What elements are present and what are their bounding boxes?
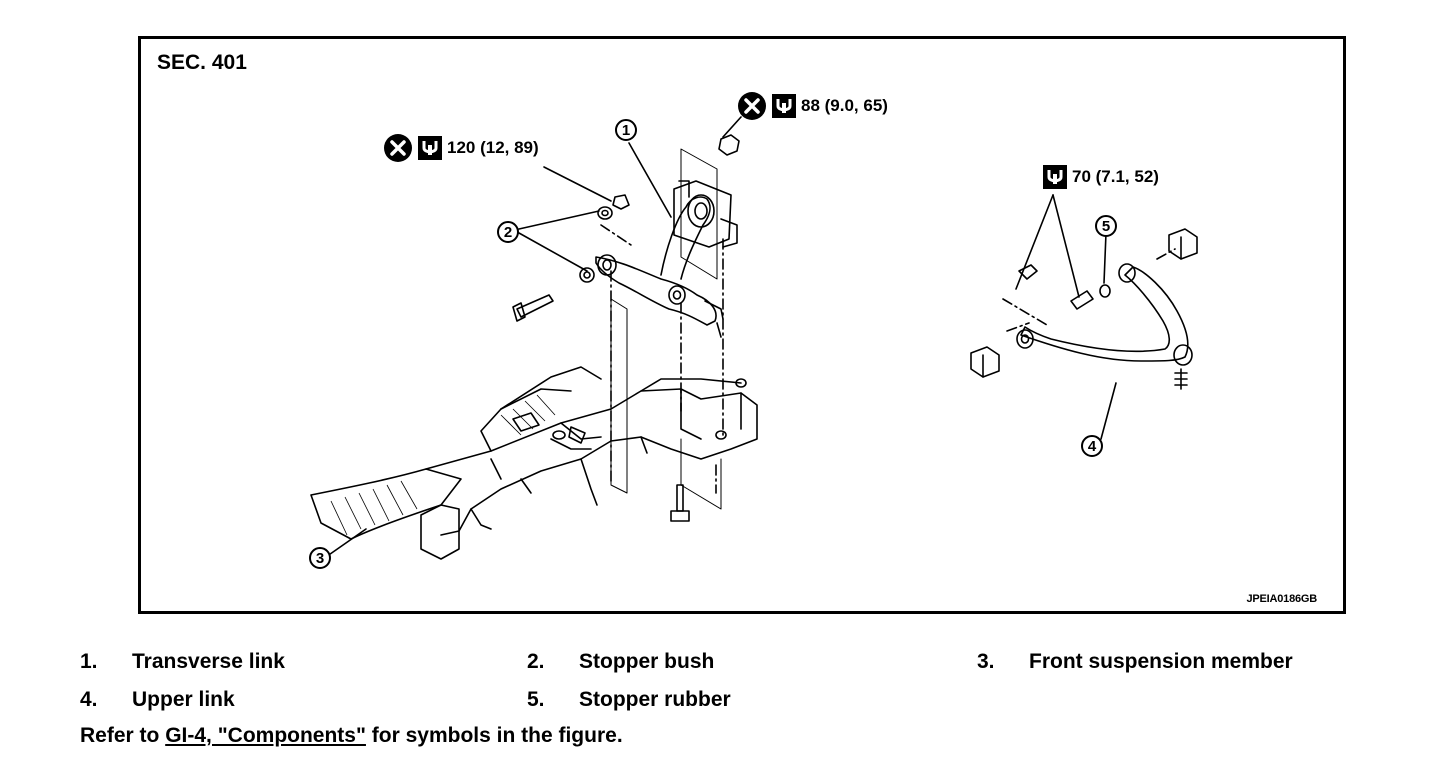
torque-label-transverse-bolt: 120 (12, 89) (383, 133, 539, 163)
torque-value: 88 (9.0, 65) (801, 96, 888, 115)
never-reuse-icon (737, 91, 767, 121)
section-label: SEC. 401 (157, 51, 247, 74)
note-suffix: for symbols in the figure. (365, 724, 623, 747)
legend-number: 5. (527, 688, 545, 711)
callout-3: 3 (309, 547, 331, 569)
torque-label-upper-link: 70 (7.1, 52) (1043, 165, 1159, 189)
torque-value: 70 (7.1, 52) (1072, 167, 1159, 186)
legend-label: Transverse link (132, 650, 285, 673)
legend-number: 2. (527, 650, 545, 673)
components-reference-link[interactable]: GI-4, "Components" (165, 724, 366, 747)
callout-2: 2 (497, 221, 519, 243)
torque-label-bracket-nut: 88 (9.0, 65) (737, 91, 888, 121)
figure-frame: SEC. 401 (138, 36, 1346, 614)
callout-1: 1 (615, 119, 637, 141)
callout-4: 4 (1081, 435, 1103, 457)
legend-label: Stopper bush (579, 650, 715, 673)
wrench-torque-icon (418, 136, 442, 160)
never-reuse-icon (383, 133, 413, 163)
note-prefix: Refer to (80, 724, 166, 747)
legend-number: 4. (80, 688, 98, 711)
legend-label: Front suspension member (1029, 650, 1293, 673)
wrench-torque-icon (772, 94, 796, 118)
wrench-torque-icon (1043, 165, 1067, 189)
torque-value: 120 (12, 89) (447, 138, 539, 157)
reference-note: Refer to GI-4, "Components" for symbols … (80, 724, 623, 748)
legend-label: Upper link (132, 688, 235, 711)
legend-number: 3. (977, 650, 995, 673)
legend-number: 1. (80, 650, 98, 673)
legend-label: Stopper rubber (579, 688, 731, 711)
suspension-exploded-view (310, 116, 1198, 560)
callout-5: 5 (1095, 215, 1117, 237)
figure-code: JPEIA0186GB (1246, 593, 1317, 605)
